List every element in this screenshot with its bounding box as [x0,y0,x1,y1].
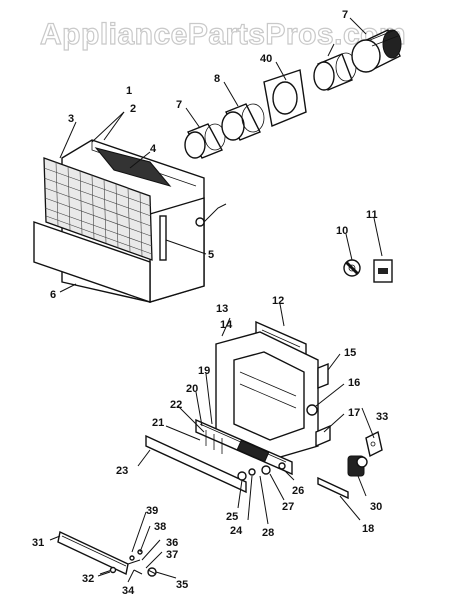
rail-18 [317,476,349,500]
callout-6: 6 [50,289,56,301]
callout-2: 2 [130,103,136,115]
duct-adapter-plate-40 [263,69,307,127]
burner-tube-31 [57,530,129,576]
callout-10: 10 [336,225,348,237]
callout-21: 21 [152,417,164,429]
callout-28: 28 [262,527,274,539]
callout-31: 31 [32,537,44,549]
front-grille-mesh [43,161,153,257]
callout-18: 18 [362,523,374,535]
callout-40: 40 [260,53,272,65]
callout-5: 5 [208,249,214,261]
callout-36: 36 [166,537,178,549]
callout-20: 20 [186,383,198,395]
leader-lines [49,17,383,583]
callout-39: 39 [146,505,158,517]
cabinet-assembly [33,139,227,303]
callout-27: 27 [282,501,294,513]
callout-38: 38 [154,521,166,533]
callout-32: 32 [82,573,94,585]
callout-9: 7 [342,9,348,21]
orifice-parts-32-39 [99,549,157,577]
callout-13: 13 [216,303,228,315]
bracket-33 [365,430,383,458]
callout-1: 1 [126,85,132,97]
callout-24: 24 [230,525,243,537]
callout-19: 19 [198,365,210,377]
callout-34: 34 [122,585,135,597]
callout-37: 37 [166,549,178,561]
duct-sleeve-7 [184,123,226,159]
thermostat-knob-10 [343,259,361,277]
callout-25: 25 [226,511,238,523]
callout-4: 4 [150,143,157,155]
callout-14: 14 [220,319,233,331]
callout-30: 30 [370,501,382,513]
duct-sleeve-8 [221,103,265,141]
callout-15: 15 [344,347,356,359]
callout-16: 16 [348,377,360,389]
callout-3: 3 [68,113,74,125]
heater-frame-assembly [145,320,331,494]
callout-23: 23 [116,465,128,477]
callout-35: 35 [176,579,188,591]
gas-valve-30 [347,455,368,477]
vent-cap-9 [351,29,402,73]
callout-33: 33 [376,411,388,423]
callout-numbers: 7 40 8 7 1 2 3 4 5 6 10 11 12 13 14 15 1… [32,9,388,597]
callout-26: 26 [292,485,304,497]
callout-12: 12 [272,295,284,307]
callout-22: 22 [170,399,182,411]
callout-7: 7 [176,99,182,111]
callout-11: 11 [366,209,378,221]
switch-11 [373,259,393,283]
callout-8: 8 [214,73,220,85]
duct-collar [313,52,357,91]
watermark-text: AppliancePartsPros.com [40,18,406,51]
callout-17: 17 [348,407,360,419]
